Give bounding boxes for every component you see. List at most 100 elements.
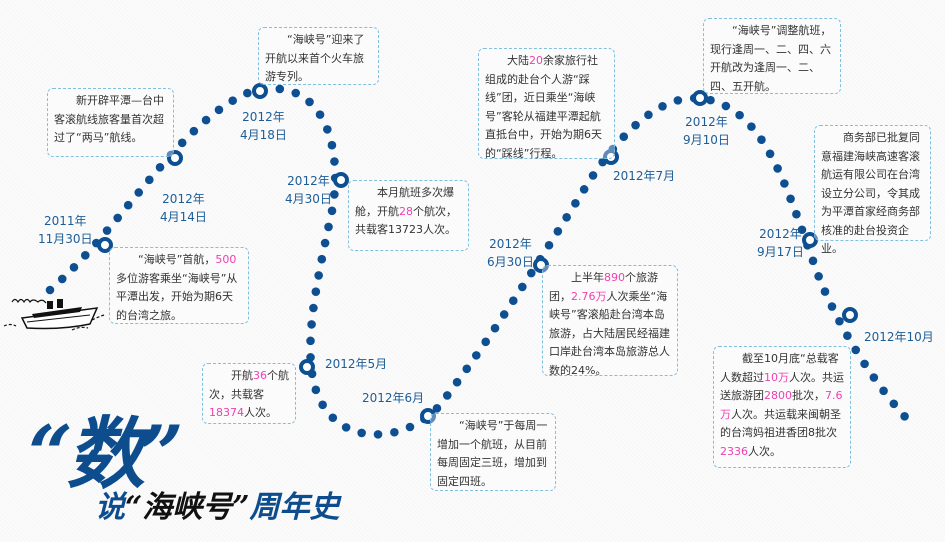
date-year: 2012年 <box>287 174 330 188</box>
track-dot <box>320 238 330 248</box>
track-dot <box>373 430 383 439</box>
highlight-number: 20 <box>529 54 543 67</box>
date-year: 2012年7月 <box>613 169 676 183</box>
date-day: 11月30日 <box>38 232 93 246</box>
callout-september-schedule: “海峡号”调整航班，现行逢周一、二、四、六开航改为逢周一、二、四、五开航。 <box>703 18 841 94</box>
track-dot <box>323 125 332 134</box>
callout-may-stats: 开航36个航次，共载客18374人次。 <box>202 363 296 424</box>
callout-first-voyage: “海峡号”首航，500多位游客乘坐“海峡号”从平潭出发，开始为期6天的台湾之旅。 <box>109 247 249 324</box>
track-dot <box>123 200 133 210</box>
callout-text: 新开辟平潭—台中客滚航线旅客量首次超过了“两马”航线。 <box>54 94 164 144</box>
title-main: “数” <box>28 409 184 500</box>
track-dot <box>735 110 744 120</box>
date-year: 2012年 <box>759 227 802 241</box>
track-dot <box>330 157 339 166</box>
date-label-2012-06: 2012年6月 <box>362 389 424 407</box>
track-dot <box>571 199 580 208</box>
track-dot <box>305 97 314 107</box>
date-year: 2012年 <box>685 115 728 129</box>
callout-text: 本月航班多次爆舱，开航 <box>355 186 454 218</box>
track-dot <box>442 391 452 400</box>
date-day: 4月30日 <box>285 192 332 206</box>
track-dot <box>851 345 861 355</box>
callout-text: 个航次，共载客13723人次。 <box>355 204 457 237</box>
subtitle-suffix: 周年史 <box>249 490 340 525</box>
callout-text: 人次乘坐“海峡号”客滚船赴台湾本岛旅游，占大陆居民经福建口岸赴台湾本岛旅游总人数… <box>549 289 670 377</box>
title-subtitle: 说“海峡号”周年史 <box>95 482 340 526</box>
track-dot <box>390 427 399 437</box>
date-year: 2012年 <box>162 192 205 206</box>
milestone-node-d11 <box>842 307 858 323</box>
track-dot <box>792 209 801 219</box>
track-dot <box>869 373 879 382</box>
track-dot <box>243 88 252 98</box>
track-dot <box>780 179 789 188</box>
highlight-number: 2.76万 <box>571 289 607 303</box>
milestone-node-d4 <box>333 172 349 188</box>
date-label-2012-09-10: 2012年 9月10日 <box>683 113 730 149</box>
highlight-number: 10万 <box>764 370 789 384</box>
track-dot <box>673 96 683 105</box>
highlight-number: 18374 <box>209 406 244 419</box>
callout-july-tour-group: 大陆20余家旅行社组成的赴台个人游“踩线”团，近日乘坐“海峡号”客轮从福建平潭起… <box>478 48 615 160</box>
callout-text: 上半年 <box>571 271 604 284</box>
track-dot <box>309 303 318 313</box>
track-dot <box>765 149 775 159</box>
track-dot <box>452 377 462 387</box>
track-dot <box>757 135 766 145</box>
track-dot <box>327 140 337 150</box>
track-dot <box>508 296 518 306</box>
date-year: 2012年 <box>489 237 532 251</box>
callout-text: 个航次，共载客 <box>209 369 289 401</box>
track-dot <box>579 185 589 194</box>
subtitle-ship-name: “海峡号” <box>125 490 250 525</box>
track-dot <box>588 171 598 180</box>
date-year: 2012年6月 <box>362 391 425 405</box>
highlight-number: 2800 <box>764 389 792 402</box>
callout-june-schedule: “海峡号”于每周一增加一个航班，从目前每周固定三班，增加到固定四班。 <box>430 413 556 491</box>
track-dot <box>644 110 653 120</box>
callout-text: 大陆 <box>507 54 529 67</box>
track-dot <box>786 194 795 204</box>
track-dot <box>631 120 640 130</box>
date-label-2012-10: 2012年10月 <box>864 328 934 346</box>
track-dot <box>835 316 844 326</box>
date-label-2012-05: 2012年5月 <box>325 355 387 373</box>
track-dot <box>102 226 112 235</box>
track-dot <box>499 310 509 319</box>
callout-text: 人次。 <box>244 406 277 419</box>
track-dot <box>843 331 852 341</box>
track-dot <box>317 254 327 264</box>
track-dot <box>889 399 899 409</box>
track-dot <box>291 88 301 98</box>
date-year: 2012年10月 <box>864 330 934 344</box>
milestone-node-d9 <box>692 90 708 106</box>
track-dot <box>747 122 756 131</box>
callout-text: “海峡号”迎来了开航以来首个火车旅游专列。 <box>265 33 365 83</box>
callout-text: 批次， <box>792 389 825 402</box>
track-dot <box>357 428 366 438</box>
track-dot <box>80 251 90 260</box>
highlight-number: 890 <box>604 271 625 284</box>
date-day: 6月30日 <box>487 255 534 269</box>
track-dot <box>814 272 823 281</box>
track-dot <box>553 226 563 236</box>
callout-taichung-route: 新开辟平潭—台中客滚航线旅客量首次超过了“两马”航线。 <box>47 88 174 157</box>
track-dot <box>706 95 715 105</box>
track-dot <box>879 386 888 396</box>
highlight-number: 7.6万 <box>720 389 843 421</box>
callout-text: 商务部已批复同意福建海峡高速客滚航运有限公司在台湾设立分公司，令其成为平潭首家经… <box>821 131 920 255</box>
date-day: 9月10日 <box>683 133 730 147</box>
track-dot <box>275 84 285 94</box>
ship-icon <box>3 298 105 331</box>
track-dot <box>721 101 731 111</box>
callout-half-year-stats: 上半年890个旅游团，2.76万人次乘坐“海峡号”客滚船赴台湾本岛旅游，占大陆居… <box>542 265 678 377</box>
track-dot <box>318 400 327 410</box>
track-dot <box>481 337 491 347</box>
callout-text: 截至10月底“总载客人数超过 <box>720 352 839 384</box>
callout-october-totals: 截至10月底“总载客人数超过10万人次。共运送旅游团2800批次，7.6万人次。… <box>713 346 851 468</box>
date-year: 2012年5月 <box>325 357 388 371</box>
